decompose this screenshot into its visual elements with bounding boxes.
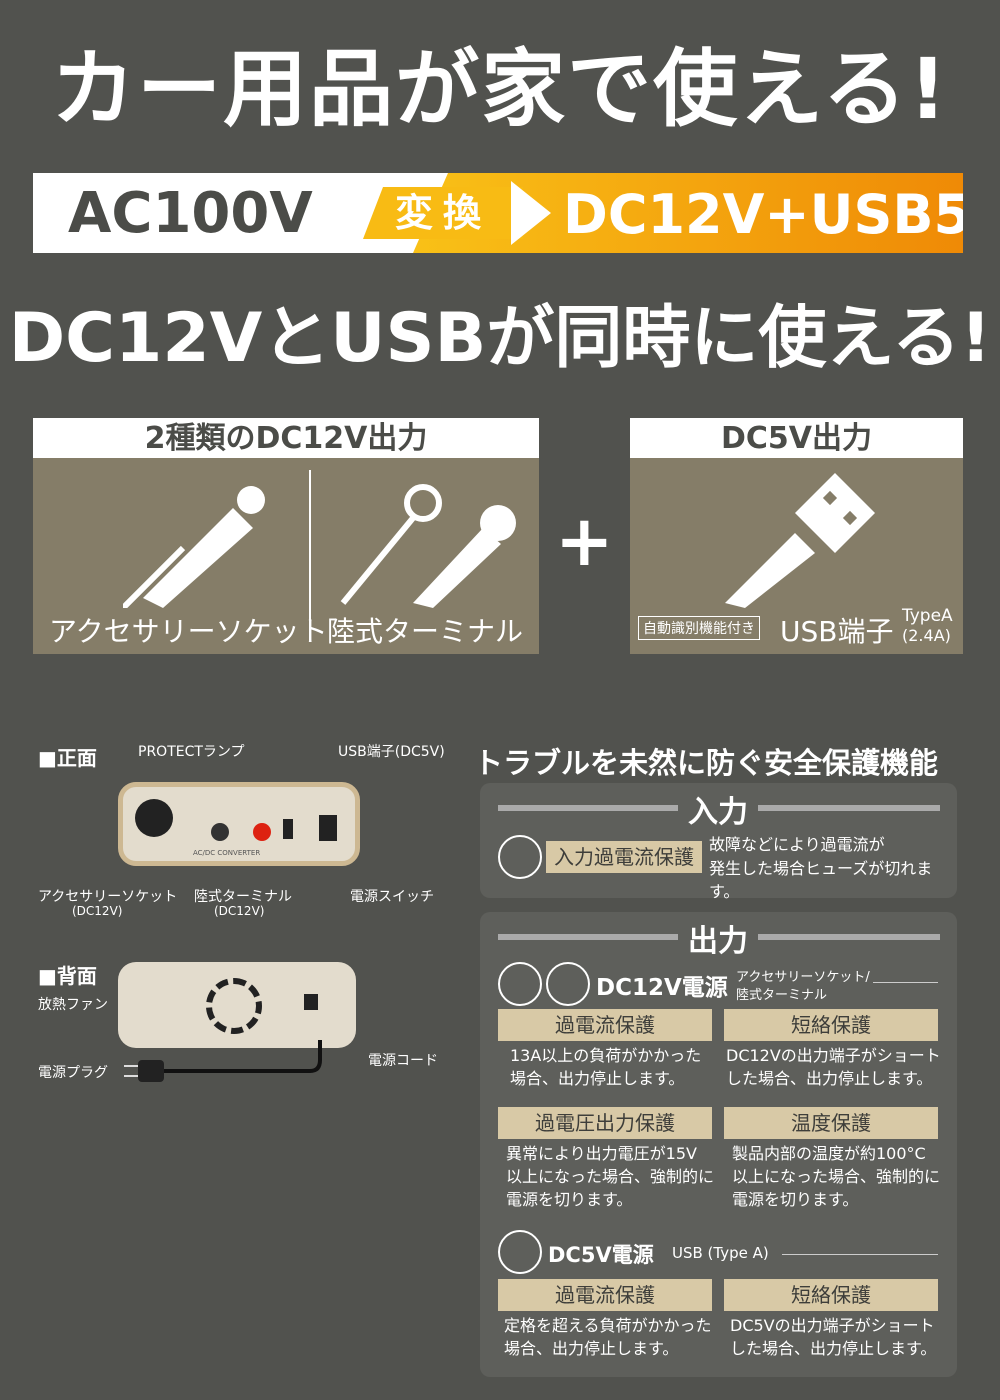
usb-type: TypeA: [902, 606, 953, 626]
dc5-label: DC5V電源: [548, 1243, 654, 1267]
power-plug-cord: [124, 1040, 322, 1082]
tag-overvoltage: 過電圧出力保護: [498, 1107, 712, 1139]
label-cord: 電源コード: [368, 1053, 438, 1069]
terminal-icon: [546, 962, 590, 1006]
dc12-sub-1: アクセサリーソケット/: [736, 970, 870, 985]
usb-label: USB端子: [780, 615, 894, 648]
car-plug-icon: [498, 962, 542, 1006]
divider: [758, 805, 940, 811]
label-fan: 放熱ファン: [38, 997, 108, 1013]
fan-icon: [206, 978, 262, 1034]
tag-short-usb: 短絡保護: [724, 1279, 938, 1311]
label-usb-port: USB端子(DC5V): [338, 744, 445, 760]
dc12-label: DC12V電源: [596, 975, 728, 1001]
panel-title: DC5V出力: [630, 418, 963, 458]
desc: した場合、出力停止します。: [726, 1069, 933, 1088]
plus-sign: +: [555, 500, 614, 582]
conversion-banner: AC100V 変換 DC12V+USB5V: [33, 173, 963, 253]
tag-overcurrent: 過電流保護: [498, 1009, 712, 1041]
divider: [873, 982, 938, 983]
terminal-clip-icon: [340, 484, 516, 608]
panel-dc5: DC5V出力 自動識別機能付き USB端子 TypeA (2.4A): [630, 418, 963, 654]
tag-overcurrent-usb: 過電流保護: [498, 1279, 712, 1311]
output-card: 出力 DC12V電源 アクセサリーソケット/ 陸式ターミナル 過電流保護 13A…: [480, 912, 957, 1377]
dc5-sub: USB (Type A): [672, 1244, 769, 1262]
input-desc-1: 故障などにより過電流が: [709, 835, 885, 854]
input-tag: 入力過電流保護: [546, 841, 702, 873]
banner-input: AC100V: [68, 181, 313, 246]
auto-detect-badge: 自動識別機能付き: [638, 616, 760, 640]
desc: 場合、出力停止します。: [504, 1339, 679, 1358]
arrow-right-icon: [511, 181, 551, 245]
banner-convert: 変換: [363, 187, 523, 239]
dc12-sub-2: 陸式ターミナル: [736, 988, 828, 1003]
desc: 場合、出力停止します。: [510, 1069, 685, 1088]
terminal-minus: [211, 823, 229, 841]
desc: 以上になった場合、強制的に: [732, 1167, 941, 1186]
divider: [498, 805, 678, 811]
headline: カー用品が家で使える!: [51, 40, 949, 138]
car-socket-plug-icon: [123, 486, 265, 608]
label-plug: 電源プラグ: [38, 1065, 108, 1081]
cord-socket: [304, 994, 318, 1010]
accessory-socket: [135, 799, 173, 837]
desc: 以上になった場合、強制的に: [506, 1167, 715, 1186]
back-title: ■背面: [38, 964, 97, 988]
panel-dc12: 2種類のDC12V出力 アクセサリーソケット 陸式ターミナル: [33, 418, 539, 654]
desc: 異常により出力電圧が15V: [506, 1144, 697, 1163]
desc: した場合、出力停止します。: [730, 1339, 937, 1358]
desc: 定格を超える負荷がかかった: [504, 1316, 712, 1335]
label-switch: 電源スイッチ: [350, 889, 434, 905]
usb-port: [283, 819, 293, 839]
label-terminal: 陸式ターミナル: [327, 615, 524, 648]
output-title: 出力: [688, 924, 748, 959]
tag-temperature: 温度保護: [724, 1107, 938, 1139]
usb-plug-icon: [725, 473, 875, 608]
subheadline: DC12VとUSBが同時に使える!: [8, 299, 992, 378]
input-card: 入力 入力過電流保護 故障などにより過電流が 発生した場合ヒューズが切れます。: [480, 783, 957, 901]
power-switch: [319, 815, 337, 841]
desc: 製品内部の温度が約100°C: [732, 1144, 926, 1163]
label-terminal: 陸式ターミナル: [194, 889, 292, 905]
divider: [309, 470, 311, 640]
front-title: ■正面: [38, 746, 97, 770]
tag-short: 短絡保護: [724, 1009, 938, 1041]
panel-title: 2種類のDC12V出力: [33, 418, 539, 458]
label-socket: アクセサリーソケット: [38, 889, 178, 905]
desc: DC12Vの出力端子がショート: [726, 1046, 941, 1065]
desc: 13A以上の負荷がかかった: [510, 1046, 702, 1065]
divider: [782, 1254, 938, 1255]
label-protect-lamp: PROTECTランプ: [138, 744, 245, 760]
label-accessory-socket: アクセサリーソケット: [49, 615, 328, 648]
label-terminal-sub: (DC12V): [214, 904, 265, 918]
divider: [498, 934, 678, 940]
plug-icon: [498, 835, 542, 879]
desc: 電源を切ります。: [506, 1190, 633, 1209]
input-desc-2: 発生した場合ヒューズが切れます。: [709, 859, 933, 901]
input-title: 入力: [688, 795, 748, 830]
safety-title: トラブルを未然に防ぐ安全保護機能: [474, 746, 939, 780]
usb-amp: (2.4A): [902, 626, 951, 645]
desc: DC5Vの出力端子がショート: [730, 1316, 935, 1335]
label-socket-sub: (DC12V): [72, 904, 123, 918]
device-front: AC/DC CONVERTER: [118, 782, 360, 866]
device-label: AC/DC CONVERTER: [193, 849, 261, 857]
terminal-plus: [253, 823, 271, 841]
divider: [758, 934, 940, 940]
desc: 電源を切ります。: [732, 1190, 859, 1209]
device-back: [118, 962, 356, 1048]
banner-output: DC12V+USB5V: [563, 183, 963, 246]
usb-icon: [498, 1230, 542, 1274]
